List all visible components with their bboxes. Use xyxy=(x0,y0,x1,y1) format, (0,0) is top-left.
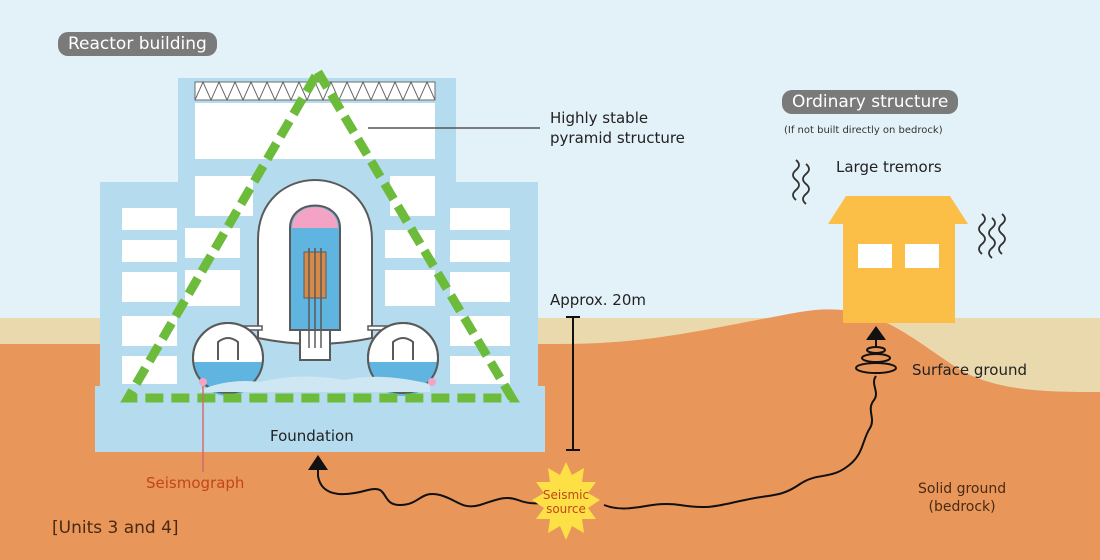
foundation-arrow-head xyxy=(308,455,328,470)
solid-ground-label: Solid ground (bedrock) xyxy=(918,480,1006,516)
seismic-wave-path xyxy=(317,375,877,510)
containment-vessel xyxy=(192,179,439,396)
if-not-built-label: (If not built directly on bedrock) xyxy=(784,125,943,136)
seismic-source-label: Seismic source xyxy=(531,488,601,516)
solid-ground-line1: Solid ground xyxy=(918,481,1007,497)
seismograph-label: Seismograph xyxy=(146,474,245,492)
house-arrow-head xyxy=(866,326,886,340)
height-marker xyxy=(566,316,580,451)
seismic-source-line2: source xyxy=(546,502,586,516)
units-label: [Units 3 and 4] xyxy=(52,518,179,538)
pyramid-label-line2: pyramid structure xyxy=(550,129,685,147)
seismograph-dot-right xyxy=(428,378,436,386)
pyramid-label-line1: Highly stable xyxy=(550,109,649,127)
seismic-source-burst xyxy=(532,462,600,540)
reactor-building-label: Reactor building xyxy=(58,32,217,56)
basin-water xyxy=(200,376,430,392)
height-label: Approx. 20m xyxy=(550,291,646,309)
reactor-pressure-vessel xyxy=(289,204,341,348)
tremor-squiggles xyxy=(792,159,1006,259)
surface-amplification-coil xyxy=(855,337,897,374)
surface-ground-label: Surface ground xyxy=(912,361,1027,379)
foundation-label: Foundation xyxy=(270,427,354,445)
solid-ground-line2: (bedrock) xyxy=(928,499,996,515)
seismic-source-line1: Seismic xyxy=(542,488,590,502)
pyramid-structure-label: Highly stable pyramid structure xyxy=(550,108,685,148)
ordinary-structure-label: Ordinary structure xyxy=(782,90,959,114)
seismograph-dot-left xyxy=(199,378,207,386)
large-tremors-label: Large tremors xyxy=(836,158,942,176)
pyramid-triangle xyxy=(120,63,520,403)
ordinary-house xyxy=(828,196,968,323)
